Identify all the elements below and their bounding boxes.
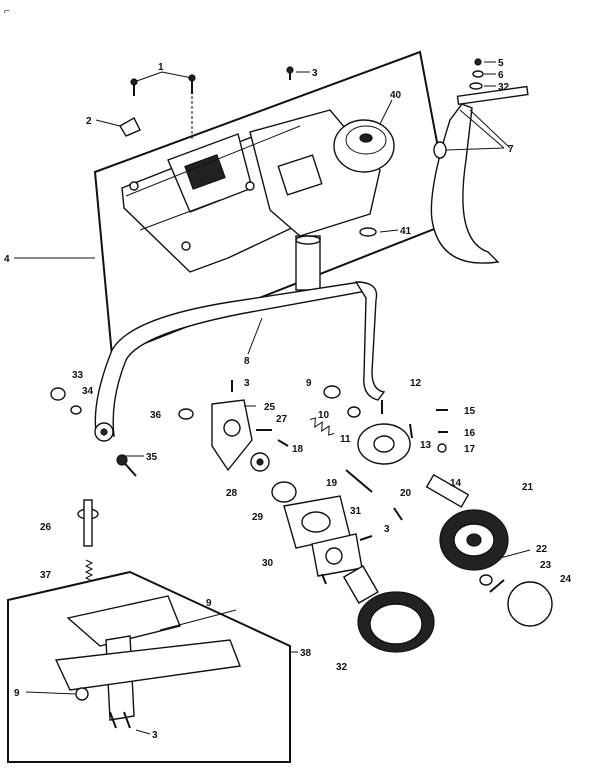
small-parts-left xyxy=(50,387,194,477)
callout-12: 12 xyxy=(410,378,422,389)
callout-17: 17 xyxy=(464,444,476,455)
callout-18: 18 xyxy=(292,444,304,455)
knee-lever xyxy=(430,58,529,264)
callout-32: 32 xyxy=(498,82,510,93)
callout-41: 41 xyxy=(400,226,412,237)
callout-22: 22 xyxy=(536,544,548,555)
callout-37: 37 xyxy=(40,570,52,581)
callout-38: 38 xyxy=(300,648,312,659)
callout-16: 16 xyxy=(464,428,476,439)
callout-40: 40 xyxy=(390,90,402,101)
callout-21: 21 xyxy=(522,482,534,493)
callout-34: 34 xyxy=(82,386,94,397)
callout-14: 14 xyxy=(450,478,462,489)
corner-mark: ⌐ xyxy=(4,6,10,17)
springs-and-pins xyxy=(309,385,403,521)
callout-25: 25 xyxy=(264,402,276,413)
callout-3: 3 xyxy=(312,68,318,79)
callout-26: 26 xyxy=(40,522,52,533)
callout-9: 9 xyxy=(306,378,312,389)
callout-3: 3 xyxy=(384,524,390,535)
callout-30: 30 xyxy=(262,558,274,569)
callout-13: 13 xyxy=(420,440,432,451)
callout-7: 7 xyxy=(508,144,514,155)
pin-and-spring-left xyxy=(77,499,99,582)
callout-3: 3 xyxy=(152,730,158,741)
callout-10: 10 xyxy=(318,410,330,421)
callout-20: 20 xyxy=(400,488,412,499)
screw-parts-top xyxy=(119,66,377,237)
callout-24: 24 xyxy=(560,574,572,585)
callout-15: 15 xyxy=(464,406,476,417)
callout-19: 19 xyxy=(326,478,338,489)
gear-assembly xyxy=(425,473,553,627)
callout-32: 32 xyxy=(336,662,348,673)
leader-lines xyxy=(14,61,505,735)
callout-labels: 1 2 3 4 5 6 32 7 40 41 8 33 34 3 9 12 36… xyxy=(4,58,572,741)
bottom-frame-panel xyxy=(7,570,291,763)
plate-assembly xyxy=(271,481,373,585)
feed-lever-arm xyxy=(94,281,386,442)
bracket-assembly xyxy=(211,380,289,472)
callout-5: 5 xyxy=(498,58,504,69)
callout-8: 8 xyxy=(244,356,250,367)
callout-9: 9 xyxy=(14,688,20,699)
callout-4: 4 xyxy=(4,254,10,265)
callout-9: 9 xyxy=(206,598,212,609)
frame-panel xyxy=(93,50,454,358)
callout-6: 6 xyxy=(498,70,504,81)
callout-3: 3 xyxy=(244,378,250,389)
callout-33: 33 xyxy=(72,370,84,381)
callout-27: 27 xyxy=(276,414,288,425)
knob-32 xyxy=(342,565,435,653)
callout-23: 23 xyxy=(540,560,552,571)
callout-31: 31 xyxy=(350,506,362,517)
callout-11: 11 xyxy=(340,434,351,445)
callout-36: 36 xyxy=(150,410,162,421)
cam-assembly xyxy=(357,409,448,465)
callout-29: 29 xyxy=(252,512,264,523)
callout-35: 35 xyxy=(146,452,158,463)
callout-1: 1 xyxy=(158,62,164,73)
callout-2: 2 xyxy=(86,116,92,127)
callout-28: 28 xyxy=(226,488,238,499)
